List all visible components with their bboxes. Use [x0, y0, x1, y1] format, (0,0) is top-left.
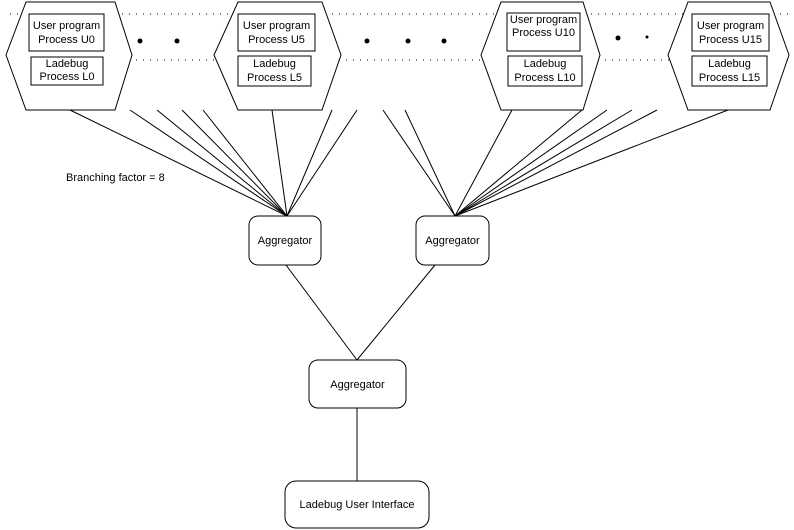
ladebug-process-line1: Ladebug [253, 58, 296, 70]
ladebug-process-box-5 [237, 55, 312, 87]
right-fan-lines [382, 109, 729, 217]
ellipsis-dot [441, 38, 447, 44]
user-process-line2: Process U5 [248, 34, 305, 46]
aggregator-right-label: Aggregator [425, 235, 480, 247]
process-group-15: User program Process U15 Ladebug Process… [667, 1, 790, 111]
ellipsis-dots [137, 35, 649, 44]
user-process-box-10 [506, 12, 581, 52]
ellipsis-dot [364, 38, 370, 44]
user-process-line1: User program [243, 20, 310, 32]
aggregator-left-box [248, 215, 322, 266]
ellipsis-dot [645, 35, 649, 39]
ellipsis-dot [174, 38, 180, 44]
user-process-line2: Process U15 [699, 34, 762, 46]
process-group-0: User program Process U0 Ladebug Process … [5, 1, 133, 111]
left-agg-to-root-line [285, 264, 358, 361]
ladebug-process-line2: Process L15 [699, 72, 760, 84]
ellipsis-dot [405, 38, 411, 44]
process-group-5: User program Process U5 Ladebug Process … [213, 1, 342, 111]
ladebug-process-line1: Ladebug [708, 58, 751, 70]
ladebug-ui-label: Ladebug User Interface [300, 499, 415, 511]
right-agg-to-root-line [356, 264, 436, 361]
left-fan-lines [69, 109, 358, 217]
ladebug-process-line2: Process L5 [247, 72, 302, 84]
ladebug-process-box-15 [691, 55, 768, 87]
ladebug-process-line2: Process L10 [514, 72, 575, 84]
user-process-line2: Process U10 [512, 27, 575, 39]
user-process-line1: User program [33, 20, 100, 32]
user-process-box-5 [237, 13, 316, 52]
ladebug-process-line2: Process L0 [39, 71, 94, 83]
aggregator-root-label: Aggregator [330, 379, 385, 391]
ladebug-process-line1: Ladebug [46, 58, 89, 70]
process-group-10: User program Process U10 Ladebug Process… [480, 1, 601, 111]
ellipsis-dot [615, 35, 621, 41]
user-process-line2: Process U0 [38, 34, 95, 46]
ladebug-process-line1: Ladebug [524, 58, 567, 70]
aggregator-right-box [415, 215, 490, 266]
ellipsis-dot [137, 38, 143, 44]
ladebug-ui-box [284, 480, 430, 529]
aggregator-root-box [308, 359, 407, 409]
aggregator-left-label: Aggregator [258, 235, 313, 247]
ladebug-process-box-0 [30, 56, 104, 86]
branching-factor-label: Branching factor = 8 [66, 172, 165, 184]
user-process-line1: User program [510, 14, 577, 26]
user-process-box-15 [691, 13, 770, 52]
user-process-line1: User program [697, 20, 764, 32]
user-process-box-0 [28, 13, 105, 52]
ladebug-process-box-10 [507, 55, 583, 87]
